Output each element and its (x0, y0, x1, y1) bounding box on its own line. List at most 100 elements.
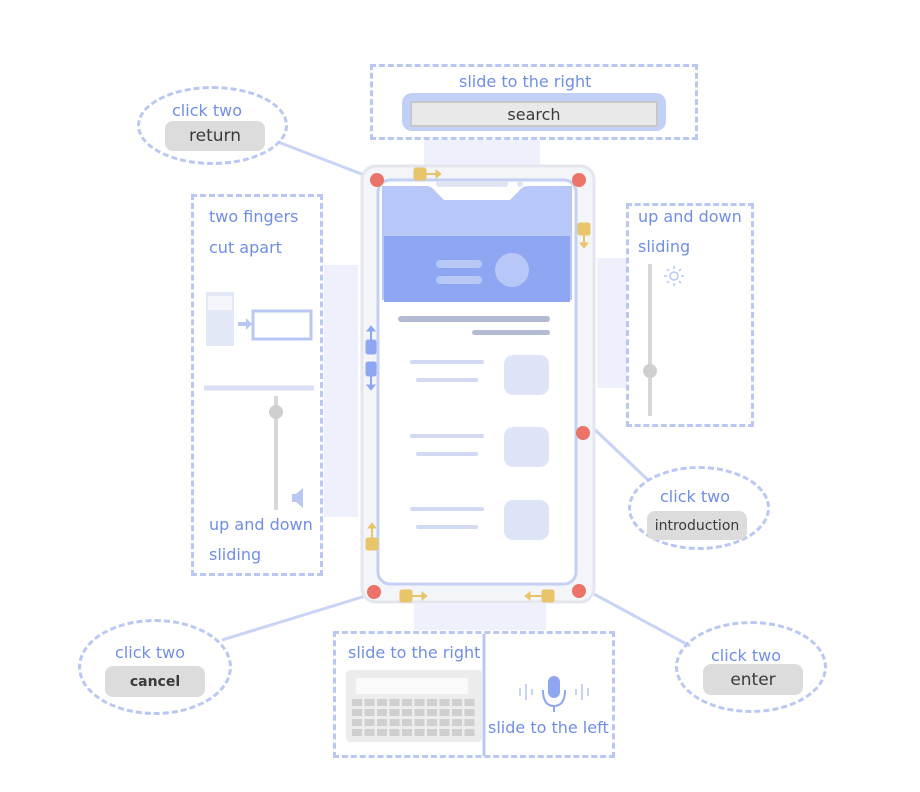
cancel-callout-label: click two (115, 643, 185, 662)
voice-slide-label: slide to the left (488, 718, 609, 737)
introduction-button[interactable]: introduction (647, 511, 747, 540)
touch-dot (572, 584, 586, 598)
keyboard-key (427, 699, 437, 706)
keyboard-key (402, 719, 412, 726)
keyboard-key (464, 699, 475, 706)
keyboard-key (364, 729, 375, 736)
introduction-callout-label: click two (660, 487, 730, 506)
arrow-down-icon (577, 222, 591, 236)
left-connector-block (324, 265, 358, 517)
banner-line (436, 260, 482, 268)
keyboard-key (452, 729, 462, 736)
enter-callout-label: click two (711, 646, 781, 665)
connector-cancel (221, 592, 373, 642)
arrow-right-icon (413, 167, 427, 181)
keyboard-key (464, 709, 475, 716)
cut-apart-label: cut apart (209, 238, 282, 257)
top-connector-block (424, 140, 540, 166)
cancel-callout-ellipse (78, 619, 232, 715)
keyboard-key (414, 699, 425, 706)
keyboard-key (452, 709, 462, 716)
keyboard-key (439, 719, 450, 726)
left-gesture-panel (191, 194, 323, 576)
speaker-icon (296, 488, 303, 508)
right-panel-illustration (643, 264, 684, 416)
keyboard-key (452, 719, 462, 726)
return-button[interactable]: return (165, 121, 265, 151)
keyboard-key (389, 729, 400, 736)
speaker-slot (436, 181, 508, 187)
list-line (416, 525, 478, 529)
keyboard-key (414, 729, 425, 736)
list-thumb (504, 355, 549, 395)
keyboard-keys (352, 699, 475, 736)
connector-introduction (588, 423, 650, 482)
volume-slider-thumb (269, 405, 283, 419)
split-target-box (251, 309, 313, 341)
arrow-right-icon (246, 318, 252, 330)
list-line (410, 507, 484, 511)
arrow-down-icon (365, 361, 377, 377)
sun-icon (678, 268, 682, 272)
keyboard-key (377, 729, 387, 736)
arrow-right-icon (238, 322, 246, 326)
brightness-up-down-label: up and down (638, 207, 742, 226)
keyboard-key (427, 719, 437, 726)
keyboard-key (352, 709, 362, 716)
keyboard-key (377, 699, 387, 706)
arrow-up-icon (365, 537, 379, 551)
list-line (416, 452, 478, 456)
keyboard-key (427, 729, 437, 736)
content-title-line (398, 316, 550, 322)
bottom-input-panel (333, 631, 615, 758)
cancel-button[interactable]: cancel (105, 666, 205, 697)
keyboard-key (377, 719, 387, 726)
list-line (416, 378, 478, 382)
two-fingers-label: two fingers (209, 207, 299, 226)
speaker-icon (292, 488, 303, 508)
touch-dot (576, 426, 590, 440)
arrow-up-icon (365, 325, 377, 332)
keyboard-key (402, 699, 412, 706)
keyboard-key (389, 709, 400, 716)
enter-button[interactable]: enter (703, 664, 803, 695)
keyboard-key (364, 699, 375, 706)
list-line (410, 360, 484, 364)
list-thumb (504, 427, 549, 467)
keyboard-icon (346, 670, 482, 742)
keyboard-key (414, 709, 425, 716)
introduction-callout-ellipse (628, 466, 770, 550)
search-callout-label: slide to the right (459, 72, 592, 91)
brightness-sliding-label: sliding (638, 237, 691, 256)
keyboard-key (352, 729, 362, 736)
keyboard-key (352, 719, 362, 726)
keyboard-key (364, 709, 375, 716)
arrow-right-icon (435, 168, 442, 180)
side-up-down-arrows (365, 325, 377, 391)
keyboard-key (464, 719, 475, 726)
bottom-connector-block (414, 604, 546, 630)
arrow-down-icon (578, 242, 590, 249)
keyboard-key (389, 699, 400, 706)
keyboard-key (364, 719, 375, 726)
return-callout-label: click two (172, 101, 242, 120)
content-subtitle-line (472, 330, 550, 335)
enter-callout-ellipse (675, 621, 827, 713)
sun-icon (666, 268, 670, 272)
gesture-arrows (365, 167, 591, 603)
sun-icon (664, 266, 684, 286)
search-field[interactable]: search (410, 101, 658, 127)
list-thumb (504, 500, 549, 540)
banner-avatar (495, 253, 529, 287)
keyboard-key (377, 709, 387, 716)
arrow-left-icon (524, 590, 531, 602)
keyboard-key (464, 729, 475, 736)
keyboard-key (427, 709, 437, 716)
volume-up-down-label: up and down (209, 515, 313, 534)
speaker-icon (292, 494, 296, 502)
sun-icon (666, 280, 670, 284)
keyboard-key (452, 699, 462, 706)
return-callout-ellipse (137, 86, 288, 165)
connector-lines (221, 140, 691, 648)
